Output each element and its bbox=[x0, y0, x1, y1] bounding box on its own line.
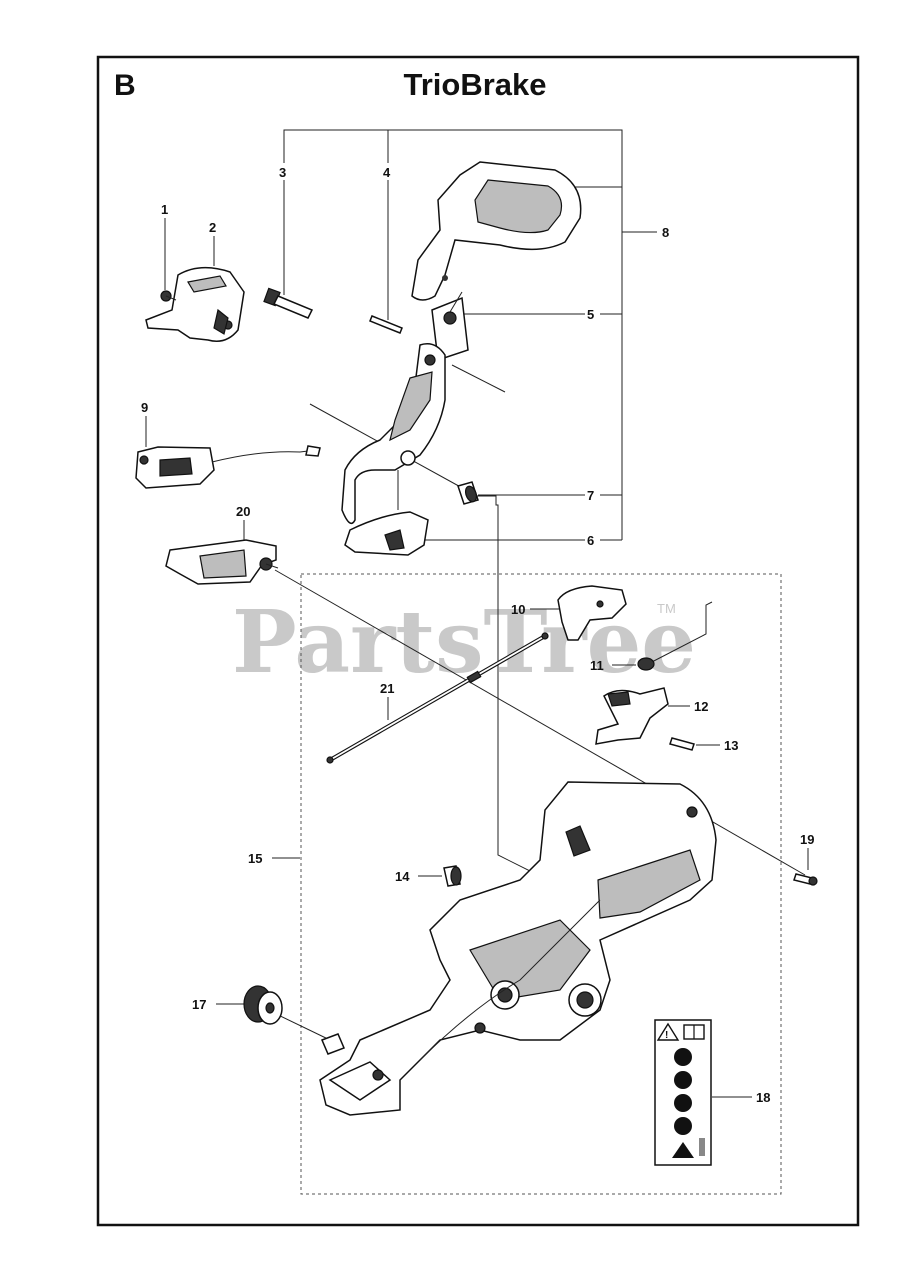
callout-12: 12 bbox=[694, 699, 708, 714]
gloves-icon bbox=[674, 1071, 692, 1089]
warning-decal-part: ! bbox=[654, 1019, 712, 1166]
callout-19: 19 bbox=[800, 832, 814, 847]
callout-15: 15 bbox=[248, 851, 262, 866]
kickback-warning-icon bbox=[672, 1142, 694, 1158]
callout-3: 3 bbox=[279, 165, 286, 180]
bushing-part bbox=[457, 481, 479, 505]
brake-band-bracket-part bbox=[165, 539, 279, 585]
callout-5: 5 bbox=[587, 307, 594, 322]
brake-cover-part bbox=[145, 266, 245, 342]
trigger-pin-part bbox=[669, 737, 695, 751]
front-hand-guard-part bbox=[411, 161, 582, 301]
watermark-trademark: TM bbox=[657, 601, 676, 616]
rear-handle-frame-part bbox=[319, 781, 717, 1116]
trigger-lock-part bbox=[557, 585, 627, 641]
brake-lever-arm-part bbox=[341, 343, 506, 525]
callout-11: 11 bbox=[590, 658, 604, 673]
callout-17: 17 bbox=[192, 997, 206, 1012]
diagram-border bbox=[96, 55, 860, 1227]
anti-vibration-damper-part bbox=[443, 865, 462, 887]
warning-triangle-icon bbox=[656, 1022, 680, 1041]
callout-9: 9 bbox=[141, 400, 148, 415]
brake-sensor-cable-part bbox=[135, 445, 321, 489]
callout-6: 6 bbox=[587, 533, 594, 548]
callout-8: 8 bbox=[662, 225, 669, 240]
throttle-trigger-part bbox=[595, 687, 669, 745]
callout-13: 13 bbox=[724, 738, 738, 753]
brake-rod-part bbox=[326, 632, 549, 764]
no-one-hand-icon bbox=[674, 1094, 692, 1112]
handle-screw-part bbox=[793, 873, 818, 886]
ear-protection-icon bbox=[674, 1048, 692, 1066]
kickback-icon bbox=[674, 1117, 692, 1135]
callout-1: 1 bbox=[161, 202, 168, 217]
pivot-pin-part bbox=[369, 315, 403, 334]
callout-14: 14 bbox=[395, 869, 410, 884]
callout-4: 4 bbox=[383, 165, 391, 180]
callout-10: 10 bbox=[511, 602, 525, 617]
callout-7: 7 bbox=[587, 488, 594, 503]
callout-2: 2 bbox=[209, 220, 216, 235]
assembly-box-dashed bbox=[300, 573, 782, 1195]
lock-spring-part bbox=[637, 601, 713, 671]
shoulder-bolt-part bbox=[263, 287, 314, 319]
leader-lines bbox=[145, 129, 809, 1098]
callout-18: 18 bbox=[756, 1090, 770, 1105]
diagram-title: TrioBrake bbox=[403, 67, 546, 102]
callout-21: 21 bbox=[380, 681, 394, 696]
rubber-buffer-part bbox=[243, 985, 345, 1055]
svg-text:!: ! bbox=[665, 1030, 668, 1041]
section-letter: B bbox=[114, 69, 136, 102]
watermark-text: PartsTree bbox=[232, 592, 696, 693]
brake-spring-part bbox=[431, 291, 469, 362]
callout-labels: 1 2 3 4 5 6 7 8 9 10 11 12 13 14 15 17 1… bbox=[141, 165, 814, 1105]
cover-screw-part bbox=[160, 290, 177, 302]
callout-20: 20 bbox=[236, 504, 250, 519]
brake-lever-cover-part bbox=[344, 511, 429, 556]
